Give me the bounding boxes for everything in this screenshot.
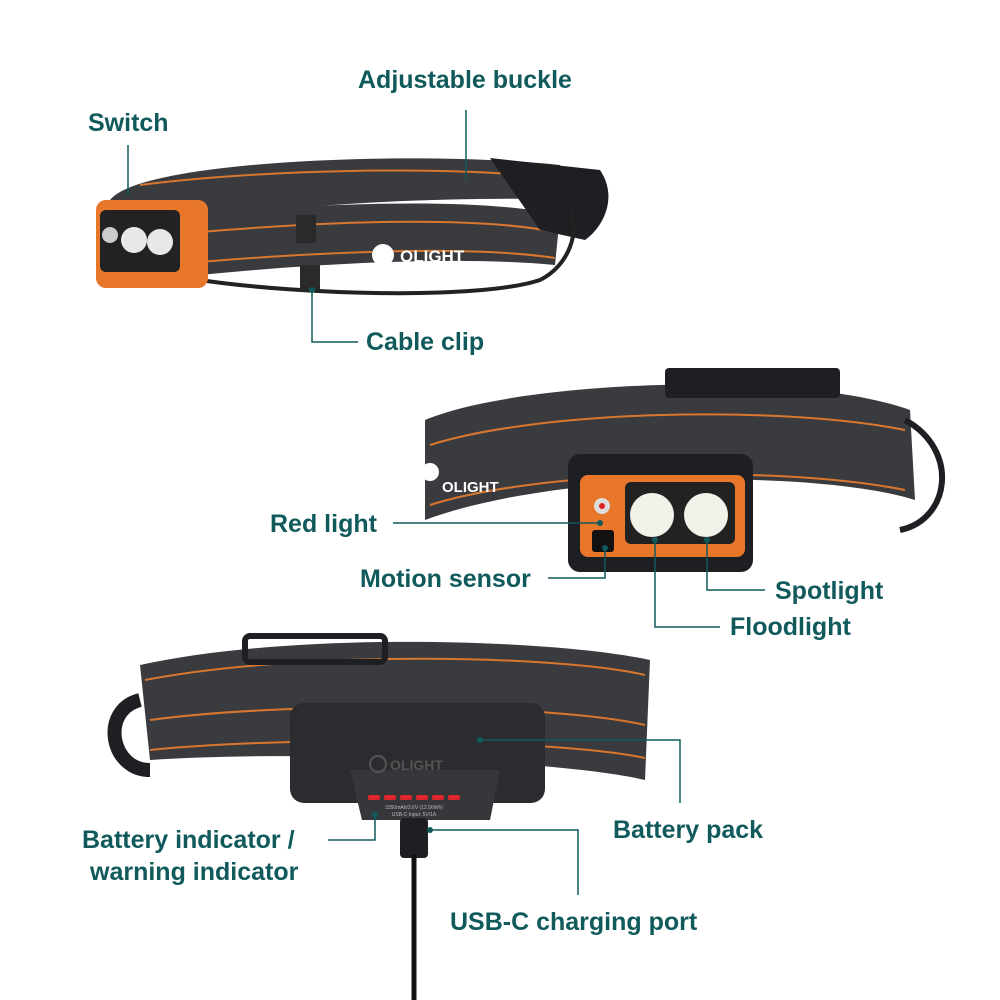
olight-logo: OLIGHT xyxy=(372,244,465,266)
svg-text:OLIGHT: OLIGHT xyxy=(390,757,443,773)
label-red-light: Red light xyxy=(270,510,377,538)
headlamp-front-view: OLIGHT xyxy=(421,368,945,572)
indicator-leds xyxy=(368,795,460,800)
label-warning-indicator: warning indicator xyxy=(90,858,299,886)
label-battery-indicator: Battery indicator / xyxy=(82,826,295,854)
label-cable-clip: Cable clip xyxy=(366,328,485,356)
svg-text:OLIGHT: OLIGHT xyxy=(400,247,465,266)
headlamp-side-view: OLIGHT xyxy=(96,158,609,296)
headlamp-rear-view: 3350mAh/3.6V (12.06Wh) USB-C Input: 5V/1… xyxy=(107,633,650,1000)
leader-lines xyxy=(127,110,765,895)
label-spotlight: Spotlight xyxy=(775,577,884,605)
svg-text:OLIGHT: OLIGHT xyxy=(442,479,499,496)
label-usb-c-port: USB-C charging port xyxy=(450,908,698,936)
label-floodlight: Floodlight xyxy=(730,613,851,641)
olight-logo: OLIGHT xyxy=(369,755,443,773)
label-motion-sensor: Motion sensor xyxy=(360,565,531,593)
olight-logo: OLIGHT xyxy=(421,463,499,496)
svg-text:USB-C Input: 5V/1A: USB-C Input: 5V/1A xyxy=(392,812,437,818)
svg-text:3350mAh/3.6V (12.06Wh): 3350mAh/3.6V (12.06Wh) xyxy=(385,805,443,811)
label-adjustable-buckle: Adjustable buckle xyxy=(358,66,572,94)
label-switch: Switch xyxy=(88,109,169,137)
label-battery-pack: Battery pack xyxy=(613,816,764,844)
